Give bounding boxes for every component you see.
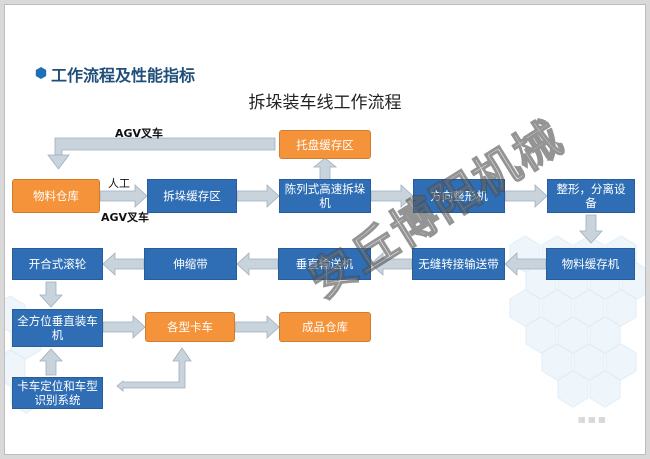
depalletizer-box: 陈列式高速拆垛机 <box>279 179 371 213</box>
loader-box: 全方位垂直装车机 <box>12 309 103 347</box>
arrow-orienter-to-shaper <box>504 184 548 208</box>
arrow-vertical-to-telescopic <box>236 252 279 276</box>
pallet-buffer-box: 托盘缓存区 <box>279 130 371 159</box>
label-agv-bottom: AGV叉车 <box>101 211 150 224</box>
arrow-pallet-to-warehouse <box>54 137 276 156</box>
arrow-pallet-to-warehouse-head <box>47 154 70 170</box>
depal-buffer-box: 拆垛缓存区 <box>147 179 237 213</box>
arrow-loader-to-trucks <box>102 315 146 339</box>
arrow-truckid-to-loader <box>39 348 63 376</box>
arrow-trucks-to-finished <box>234 315 280 339</box>
arrow-buffer-to-transfer <box>504 252 547 276</box>
arrow-roller-to-loader <box>39 281 63 308</box>
diagram-title: 拆垛装车线工作流程 <box>248 93 402 113</box>
arrow-truckid-to-trucks <box>116 347 192 392</box>
warehouse-box: 物料仓库 <box>12 179 100 213</box>
arrow-depalletizer-to-pallet <box>312 157 338 181</box>
flow-arrows <box>39 137 603 392</box>
vertical-conveyor-box: 垂直输送机 <box>278 248 371 280</box>
telescopic-box: 伸缩带 <box>144 248 237 280</box>
arrow-transfer-to-vertical <box>370 252 413 276</box>
arrow-depal-to-depalletizer <box>236 184 280 208</box>
label-manual: 人工 <box>108 177 130 190</box>
orienter-box: 方向整形机 <box>413 179 505 213</box>
arrow-depalletizer-to-orienter <box>370 184 414 208</box>
finished-warehouse-box: 成品仓库 <box>279 312 371 342</box>
transfer-conveyor-box: 无缝转接输送带 <box>412 248 505 280</box>
truck-id-box: 卡车定位和车型识别系统 <box>12 377 103 409</box>
label-agv-top: AGV叉车 <box>115 127 164 140</box>
shaper-box: 整形，分离设备 <box>547 179 635 213</box>
arrow-telescopic-to-roller <box>102 252 145 276</box>
open-roller-box: 开合式滚轮 <box>12 248 103 280</box>
arrow-warehouse-to-depal <box>99 184 148 208</box>
corner-logo-mark: ▦ ▦ ▦ <box>578 415 606 424</box>
hexagon-bullet-icon <box>35 67 47 79</box>
material-buffer-box: 物料缓存机 <box>546 248 635 280</box>
trucks-box: 各型卡车 <box>145 312 235 342</box>
slide: 工作流程及性能指标 拆垛装车线工作流程 <box>5 5 645 454</box>
arrow-shaper-to-buffer <box>579 214 603 244</box>
section-heading: 工作流程及性能指标 <box>51 66 196 85</box>
